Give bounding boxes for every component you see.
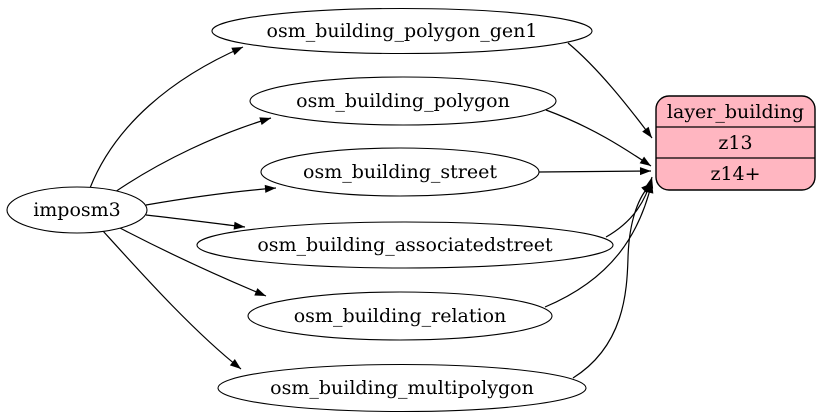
table-ellipse — [196, 221, 614, 269]
table-label: osm_building_polygon_gen1 — [267, 20, 538, 42]
imposm3-label: imposm3 — [33, 199, 121, 221]
table-ellipse — [247, 291, 553, 341]
table-label: osm_building_street — [303, 161, 497, 183]
node-osm-building-polygon-gen1: osm_building_polygon_gen1 — [211, 7, 593, 55]
node-osm-building-relation: osm_building_relation — [247, 291, 553, 341]
layer-building-row-z14: z14+ — [710, 163, 760, 185]
layer-building-row-z13: z13 — [718, 132, 752, 154]
node-osm-building-multipolygon: osm_building_multipolygon — [217, 363, 587, 413]
node-osm-building-street: osm_building_street — [260, 147, 540, 197]
edge-imposm3-to-osm-building-associatedstreet — [145, 214, 246, 230]
node-osm-building-polygon: osm_building_polygon — [249, 76, 557, 126]
layer-building-title: layer_building — [667, 101, 804, 123]
table-ellipse — [260, 147, 540, 197]
imposm3-ellipse — [6, 186, 148, 234]
edge-osm-building-relation-to-layer-z14 — [544, 181, 654, 308]
edge-imposm3-to-osm-building-street — [145, 184, 277, 206]
table-ellipse — [211, 7, 593, 55]
table-label: osm_building_relation — [294, 305, 507, 327]
node-imposm3: imposm3 — [6, 186, 148, 234]
node-layer-building: layer_building z13 z14+ — [655, 95, 816, 191]
edge-imposm3-to-osm-building-relation — [119, 227, 267, 297]
node-osm-building-associatedstreet: osm_building_associatedstreet — [196, 221, 614, 269]
edge-osm-building-polygon-to-layer-z14 — [545, 109, 652, 167]
table-label: osm_building_associatedstreet — [257, 234, 553, 256]
edge-osm-building-street-to-layer-z14 — [538, 167, 652, 176]
edge-osm-building-multipolygon-to-layer-z14 — [572, 182, 653, 379]
edge-group — [89, 42, 654, 379]
edge-osm-building-polygon-gen1-to-layer-z13 — [567, 42, 653, 139]
edge-imposm3-to-osm-building-polygon-gen1 — [89, 46, 244, 189]
table-ellipse — [217, 363, 587, 413]
edge-imposm3-to-osm-building-polygon — [114, 117, 272, 193]
table-label: osm_building_polygon — [296, 90, 510, 112]
table-ellipse — [249, 76, 557, 126]
layer-building-rect — [655, 95, 816, 191]
table-label: osm_building_multipolygon — [270, 377, 534, 399]
edge-imposm3-to-osm-building-multipolygon — [102, 230, 242, 370]
